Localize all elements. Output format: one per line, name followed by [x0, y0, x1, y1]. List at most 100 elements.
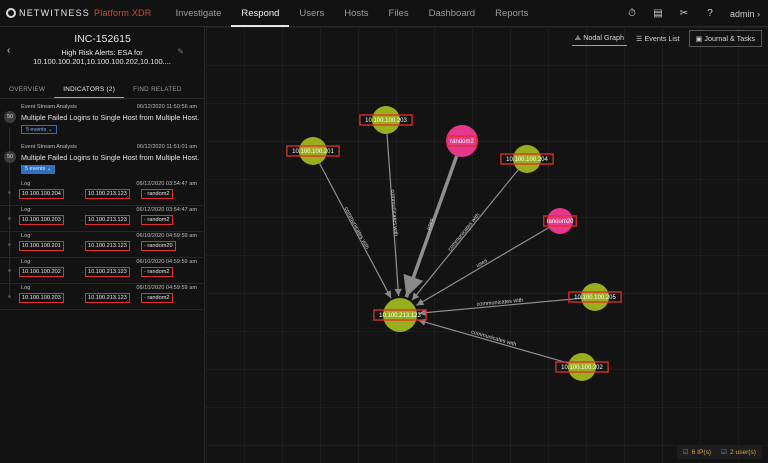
- journal-tasks-button[interactable]: ▣ Journal & Tasks: [688, 30, 762, 47]
- event-log-row[interactable]: Log 06/10/2020 04:59:59 am 10.100.100.20…: [0, 258, 205, 284]
- ip-count[interactable]: ☑6 IP(s): [683, 448, 711, 456]
- node-label-highlight: [286, 145, 340, 157]
- tab-find-related[interactable]: FIND RELATED: [133, 86, 182, 93]
- graph-edge[interactable]: [411, 169, 519, 301]
- tab-overview[interactable]: OVERVIEW: [9, 86, 46, 93]
- source-ip[interactable]: 10.100.100.202: [19, 267, 64, 277]
- node-label-highlight: [555, 361, 609, 373]
- destination-ip[interactable]: 10.100.213.123: [85, 267, 130, 277]
- back-arrow-icon[interactable]: ‹: [7, 45, 11, 56]
- chevron-down-icon: ⌄: [47, 127, 53, 133]
- timeline-dot: [8, 217, 11, 220]
- user-icon: ·: [144, 295, 148, 301]
- tab-events-list[interactable]: ☰ Events List: [633, 32, 683, 45]
- brand-logo[interactable]: NETWITNESS Platform XDR: [6, 8, 151, 18]
- graph-node-ip[interactable]: [372, 106, 400, 134]
- source-ip[interactable]: 10.100.100.203: [19, 215, 64, 225]
- checkbox-checked-icon: ☑: [721, 449, 727, 456]
- destination-ip[interactable]: 10.100.213.123: [85, 215, 130, 225]
- user-icon: ·: [144, 243, 148, 249]
- view-switcher: ⟁ Nodal Graph ☰ Events List ▣ Journal & …: [571, 30, 762, 47]
- graph-edge-label: communicates with: [476, 298, 523, 308]
- nav-reports[interactable]: Reports: [495, 7, 529, 19]
- events-button-label: 5 events: [26, 127, 47, 133]
- arrow-right-icon: →: [79, 269, 84, 275]
- indicator-item[interactable]: 50 Event Stream Analysis 06/12/2020 11:5…: [0, 143, 205, 183]
- tab-indicators[interactable]: INDICATORS (2): [54, 83, 125, 98]
- nav-respond[interactable]: Respond: [231, 0, 290, 27]
- destination-ip[interactable]: 10.100.213.123: [85, 293, 130, 303]
- graph-edge[interactable]: [319, 163, 392, 299]
- user-name[interactable]: · random2: [141, 267, 173, 277]
- indicator-item[interactable]: 50 Event Stream Analysis 06/12/2020 11:5…: [0, 103, 205, 143]
- nav-files[interactable]: Files: [388, 7, 409, 19]
- events-button[interactable]: 5 events ⌄: [21, 125, 58, 134]
- log-source: Log: [21, 285, 31, 291]
- event-log-row[interactable]: Log 06/10/2020 04:59:59 am 10.100.100.20…: [0, 232, 205, 258]
- graph-node-label: random20: [546, 219, 574, 225]
- log-time: 06/12/2020 03:54:47 am: [136, 181, 197, 187]
- incident-tabs: OVERVIEW INDICATORS (2) FIND RELATED: [0, 83, 205, 99]
- event-log-row[interactable]: Log 06/10/2020 04:59:59 am 10.100.100.20…: [0, 284, 205, 310]
- chevron-right-icon: ›: [757, 8, 760, 19]
- log-source: Log: [21, 259, 31, 265]
- graph-node-ip[interactable]: [299, 137, 327, 165]
- graph-edge[interactable]: [418, 297, 582, 317]
- graph-node-ip[interactable]: [513, 145, 541, 173]
- events-button[interactable]: 5 events ⌄: [21, 165, 56, 174]
- timeline-dot: [8, 269, 11, 272]
- graph-edge-label: communicates with: [389, 189, 398, 236]
- destination-ip[interactable]: 10.100.213.123: [85, 241, 130, 251]
- help-icon[interactable]: ?: [707, 8, 713, 19]
- graph-node-label: 10.100.213.123: [379, 313, 421, 319]
- user-name[interactable]: · random2: [141, 189, 173, 199]
- tools-icon[interactable]: ✂: [679, 8, 689, 19]
- user-name[interactable]: · random2: [141, 215, 173, 225]
- arrow-right-icon: →: [79, 295, 84, 301]
- notes-icon[interactable]: ▤: [653, 8, 663, 19]
- graph-edge-label: communicates with: [447, 212, 481, 252]
- user-name-label: random20: [147, 243, 173, 249]
- node-label-highlight: [543, 215, 577, 227]
- graph-edge[interactable]: [386, 133, 402, 297]
- nav-users[interactable]: Users: [299, 7, 325, 19]
- user-name[interactable]: · random20: [141, 241, 176, 251]
- stopwatch-icon[interactable]: ⏱: [628, 8, 636, 19]
- log-time: 06/10/2020 04:59:59 am: [136, 285, 197, 291]
- main-nav: Investigate Respond Users Hosts Files Da…: [165, 0, 538, 27]
- graph-edge-label: communicates with: [470, 329, 517, 348]
- graph-node-ip[interactable]: [568, 353, 596, 381]
- graph-node-ip[interactable]: [383, 298, 417, 332]
- top-navigation-bar: NETWITNESS Platform XDR Investigate Resp…: [0, 0, 768, 27]
- indicator-name[interactable]: Multiple Failed Logins to Single Host fr…: [21, 113, 199, 122]
- brand-product: Platform XDR: [94, 8, 152, 18]
- event-log-row[interactable]: Log 06/12/2020 03:54:47 am 10.100.100.20…: [0, 180, 205, 206]
- nav-hosts[interactable]: Hosts: [344, 7, 369, 19]
- graph-edge[interactable]: [416, 227, 550, 306]
- nav-dashboard[interactable]: Dashboard: [428, 7, 476, 19]
- graph-node-user[interactable]: [446, 125, 478, 157]
- event-log-row[interactable]: Log 06/12/2020 03:54:47 am 10.100.100.20…: [0, 206, 205, 232]
- arrow-right-icon: →: [79, 217, 84, 223]
- nav-investigate[interactable]: Investigate: [175, 7, 222, 19]
- graph-node-label: 10.100.100.205: [574, 295, 616, 301]
- user-name: admin: [729, 8, 755, 19]
- graph-node-user[interactable]: [547, 208, 573, 234]
- graph-edge[interactable]: [418, 318, 569, 364]
- destination-ip[interactable]: 10.100.213.123: [85, 189, 130, 199]
- edit-pencil-icon[interactable]: ✎: [177, 47, 184, 56]
- user-menu[interactable]: admin ›: [730, 9, 760, 19]
- graph-entity-counts: ☑6 IP(s) ☑2 user(s): [676, 445, 762, 459]
- indicator-name[interactable]: Multiple Failed Logins to Single Host fr…: [21, 153, 199, 162]
- graph-node-label: 10.100.100.202: [561, 365, 603, 371]
- source-ip[interactable]: 10.100.100.203: [19, 293, 64, 303]
- source-ip[interactable]: 10.100.100.201: [19, 241, 64, 251]
- node-label-highlight: [373, 309, 427, 321]
- graph-node-label: random2: [450, 139, 474, 145]
- source-ip[interactable]: 10.100.100.204: [19, 189, 64, 199]
- user-name[interactable]: · random2: [141, 293, 173, 303]
- user-count[interactable]: ☑2 user(s): [721, 448, 756, 456]
- graph-edge[interactable]: [403, 155, 459, 298]
- tab-nodal-graph[interactable]: ⟁ Nodal Graph: [571, 31, 627, 46]
- graph-node-ip[interactable]: [581, 283, 609, 311]
